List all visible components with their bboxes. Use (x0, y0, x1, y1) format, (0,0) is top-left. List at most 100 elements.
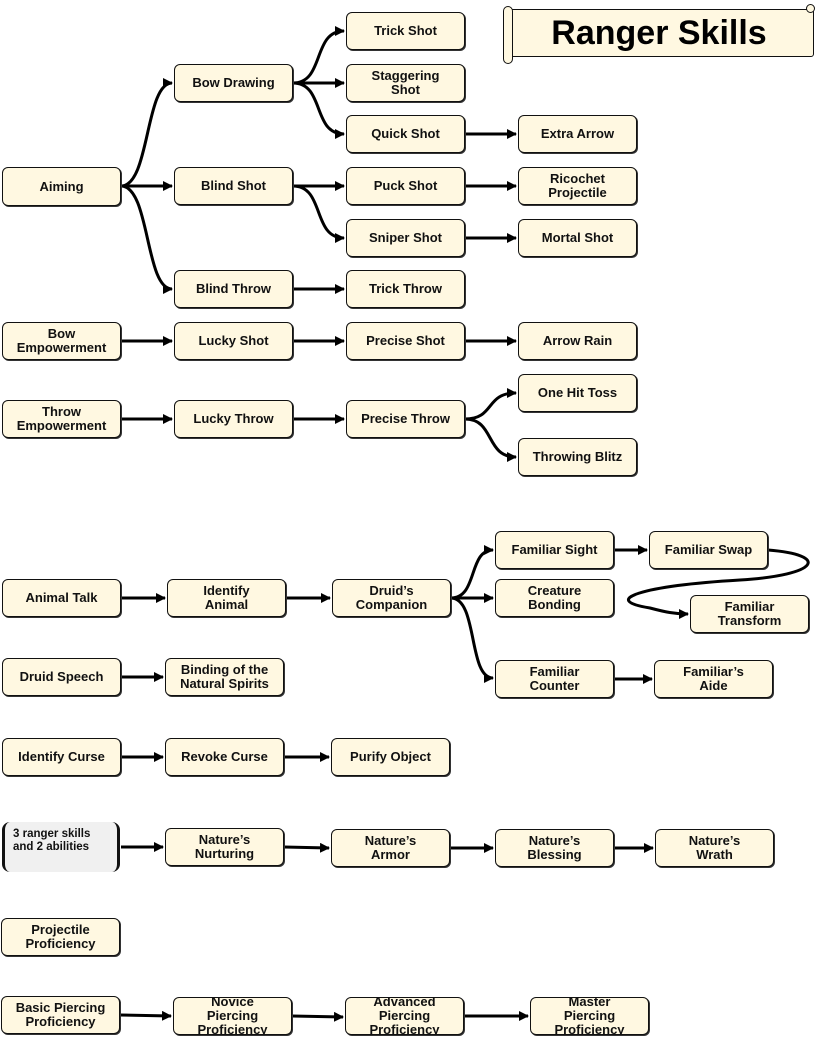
skill-aiming[interactable]: Aiming (2, 167, 121, 206)
skill-label-line1: Basic Piercing (15, 1000, 106, 1015)
skill-label-line1: Nature’s (688, 833, 741, 848)
skill-revoke-curse[interactable]: Revoke Curse (165, 738, 284, 776)
arrow-bow-drawing-trick-shot (292, 26, 345, 85)
skill-label-line2: Armor (370, 847, 410, 862)
skill-label: One Hit Toss (537, 385, 618, 400)
skill-label-line1: Advanced (373, 997, 436, 1009)
skill-label-line1: Identify (203, 583, 250, 598)
skill-throwing-blitz[interactable]: Throwing Blitz (518, 438, 637, 476)
arrow-aiming-bow-drawing (120, 78, 173, 188)
skill-label-line1: Creature (527, 583, 582, 598)
skill-label: Lucky Throw (193, 411, 274, 426)
skill-label: Sniper Shot (369, 230, 442, 245)
skill-label: Revoke Curse (181, 749, 268, 764)
skill-label: Familiar Sight (511, 542, 598, 557)
skill-label-line2: Piercing (563, 1008, 616, 1023)
arrow-familiar-swap-familiar-transform (626, 548, 810, 619)
skill-label-line2: Animal (204, 597, 249, 612)
skill-label-line1: Bow (47, 326, 76, 341)
skill-blind-shot[interactable]: Blind Shot (174, 167, 293, 205)
skill-label-line2: Proficiency (25, 936, 96, 951)
skill-identify-curse[interactable]: Identify Curse (2, 738, 121, 776)
skill-label-line1: Druid’s (369, 583, 414, 598)
skill-precise-shot[interactable]: Precise Shot (346, 322, 465, 360)
skill-trick-shot[interactable]: Trick Shot (346, 12, 465, 50)
arrow-novice-advanced (291, 1011, 344, 1022)
page-title: Ranger Skills (551, 13, 767, 52)
skill-lucky-throw[interactable]: Lucky Throw (174, 400, 293, 438)
skill-druid-speech[interactable]: Druid Speech (2, 658, 121, 696)
skill-label: Blind Throw (195, 281, 272, 296)
skill-lucky-shot[interactable]: Lucky Shot (174, 322, 293, 360)
skill-purify-object[interactable]: Purify Object (331, 738, 450, 776)
skill-puck-shot[interactable]: Puck Shot (346, 167, 465, 205)
skill-quick-shot[interactable]: Quick Shot (346, 115, 465, 153)
arrow-blind-shot-sniper-shot (292, 184, 345, 243)
skill-one-hit-toss[interactable]: One Hit Toss (518, 374, 637, 412)
skill-label: Animal Talk (25, 590, 98, 605)
skill-label: Trick Throw (369, 281, 442, 296)
arrow-precise-throw-throwing-blitz (464, 417, 517, 462)
arrow-companion-familiar-counter (450, 596, 494, 683)
skill-animal-talk[interactable]: Animal Talk (2, 579, 121, 617)
skill-label-line2: Empowerment (16, 418, 107, 433)
skill-label-line1: Master (568, 997, 611, 1009)
skill-label-line1: Nature’s (198, 832, 251, 847)
skill-label-line2: Natural Spirits (180, 676, 269, 691)
skill-label: Lucky Shot (198, 333, 269, 348)
skill-label-line2: Empowerment (16, 340, 107, 355)
skill-label-line1: Familiar (724, 599, 775, 614)
skill-label: Extra Arrow (540, 126, 615, 141)
skill-label: Puck Shot (373, 178, 438, 193)
skill-familiar-sight[interactable]: Familiar Sight (495, 531, 614, 569)
skill-precise-throw[interactable]: Precise Throw (346, 400, 465, 438)
skill-arrow-rain[interactable]: Arrow Rain (518, 322, 637, 360)
skill-label-line2: Proficiency (25, 1014, 96, 1029)
skill-label-line1: Projectile (31, 922, 90, 937)
arrow-aiming-blind-throw (120, 184, 173, 294)
skill-label: Trick Shot (374, 23, 437, 38)
skill-label-line1: Nature’s (364, 833, 417, 848)
skill-label: Throwing Blitz (532, 449, 623, 464)
skill-label-line1: Familiar (529, 664, 580, 679)
skill-label: Familiar Swap (664, 542, 753, 557)
skill-label-line2: Piercing (378, 1008, 431, 1023)
skill-label-line1: Staggering (371, 68, 440, 83)
skill-familiar-swap[interactable]: Familiar Swap (649, 531, 768, 569)
scroll-curl-right (806, 4, 815, 13)
skill-label-line1: Familiar’s (683, 664, 744, 679)
skill-bow-drawing[interactable]: Bow Drawing (174, 64, 293, 102)
skill-sniper-shot[interactable]: Sniper Shot (346, 219, 465, 257)
skill-label: Identify Curse (18, 749, 105, 764)
skill-trick-throw[interactable]: Trick Throw (346, 270, 465, 308)
skill-blind-throw[interactable]: Blind Throw (174, 270, 293, 308)
skill-label-line2: Counter (529, 678, 580, 693)
skill-label-line1: Nature’s (528, 833, 581, 848)
skill-mortal-shot[interactable]: Mortal Shot (518, 219, 637, 257)
skill-extra-arrow[interactable]: Extra Arrow (518, 115, 637, 153)
skill-label-line2: Piercing (206, 1008, 259, 1023)
skill-label-line2: Wrath (696, 847, 733, 862)
